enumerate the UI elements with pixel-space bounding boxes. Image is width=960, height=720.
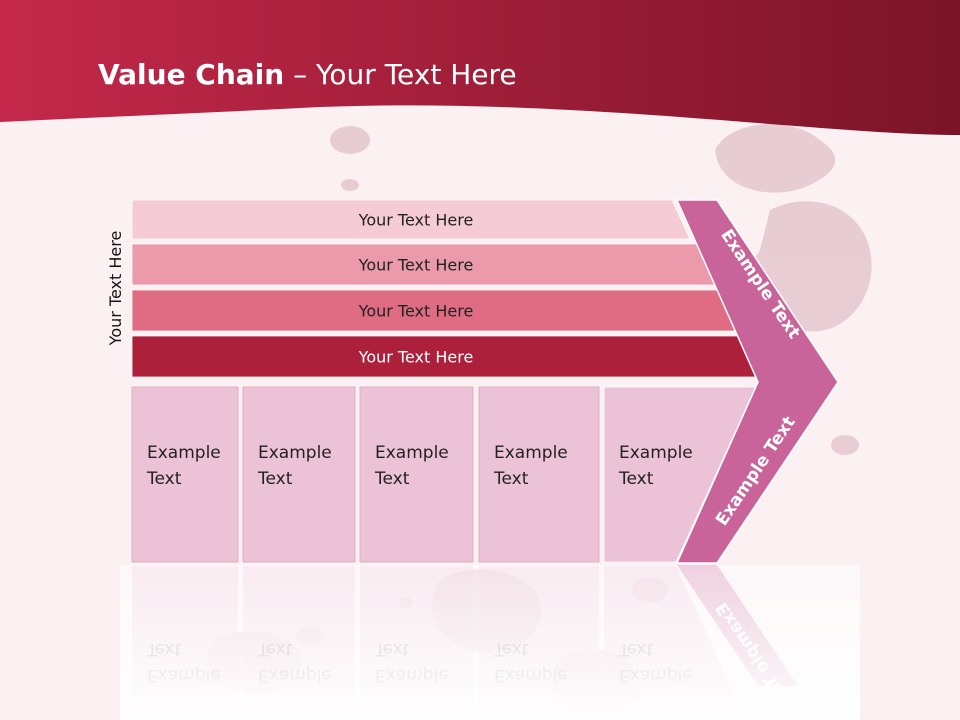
primary-box-2 <box>242 386 356 563</box>
primary-box-line1: Example <box>147 443 221 463</box>
primary-box-line1: Example <box>258 443 332 463</box>
primary-box-line1: Example <box>619 443 693 463</box>
primary-box-1 <box>131 386 239 563</box>
support-row-label: Your Text Here <box>358 348 474 367</box>
primary-box-line2: Text <box>374 469 410 489</box>
support-row-1 <box>131 199 691 240</box>
support-row-label: Your Text Here <box>358 302 474 321</box>
slide-title: Value Chain – Your Text Here <box>98 58 517 91</box>
title-rest: – Your Text Here <box>284 58 516 91</box>
primary-box-line2: Text <box>146 469 182 489</box>
primary-box-4 <box>478 386 600 563</box>
primary-box-line2: Text <box>493 469 529 489</box>
side-label: Your Text Here <box>106 231 125 347</box>
primary-box-line2: Text <box>257 469 293 489</box>
primary-box-line1: Example <box>494 443 568 463</box>
title-bold: Value Chain <box>98 58 284 91</box>
reflection: ExampleTextExampleTextExampleTextExample… <box>120 565 860 720</box>
header-banner <box>0 0 960 135</box>
primary-box-line1: Example <box>375 443 449 463</box>
primary-box-line2: Text <box>618 469 654 489</box>
primary-box-5 <box>603 386 757 563</box>
support-row-label: Your Text Here <box>358 211 474 230</box>
primary-box-3 <box>359 386 474 563</box>
support-row-label: Your Text Here <box>358 256 474 275</box>
